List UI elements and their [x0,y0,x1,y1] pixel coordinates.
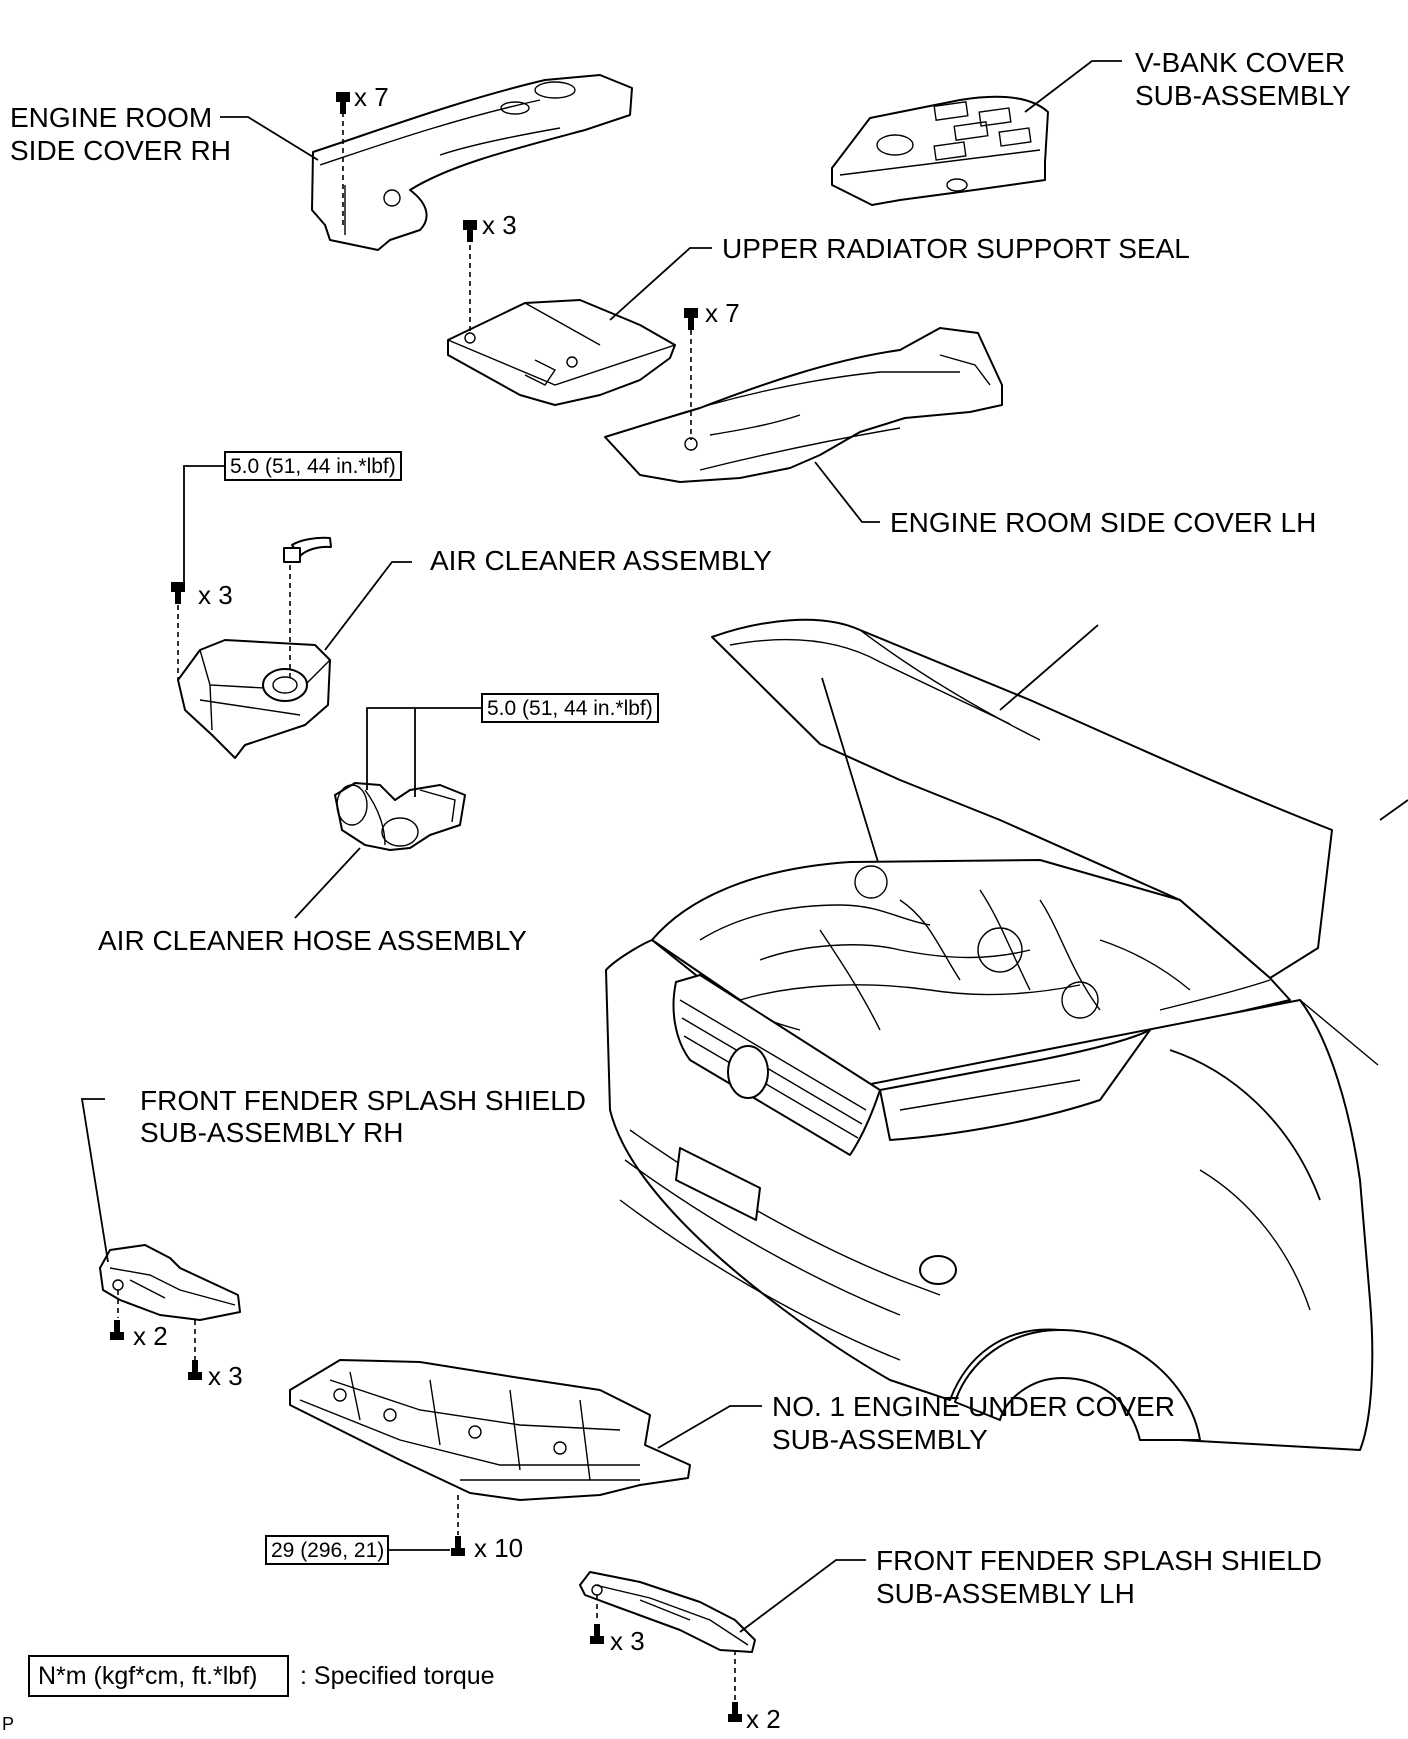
engine-room-side-cover-rh-part [311,74,633,251]
torque-air-cleaner-hose: 5.0 (51, 44 in.*lbf) [487,697,653,720]
label-engine-room-side-cover-lh: ENGINE ROOM SIDE COVER LH [890,507,1316,538]
label-v-bank-cover-1: V-BANK COVER [1135,47,1345,78]
legend-unit: N*m (kgf*cm, ft.*lbf) [38,1662,257,1690]
engine-room-side-cover-lh-part [604,327,1003,483]
qty-under-cover-bolts: x 10 [474,1533,523,1563]
label-no1-engine-under-cover-1: NO. 1 ENGINE UNDER COVER [772,1391,1175,1422]
label-upper-radiator-support-seal: UPPER RADIATOR SUPPORT SEAL [722,233,1190,264]
qty-shield-lh-bolts-a: x 3 [610,1626,645,1656]
shield-lh-bolt-icon-a [590,1624,604,1644]
corner-mark: P [2,1714,14,1734]
upper-radiator-support-seal-part [447,299,676,406]
air-cleaner-hose-assembly-part [334,782,466,851]
torque-box-under-cover: 29 (296, 21) [265,1535,389,1565]
label-v-bank-cover-2: SUB-ASSEMBLY [1135,80,1351,111]
v-bank-cover-part [831,95,1049,206]
under-cover-bolt-icon [451,1536,465,1556]
qty-air-cleaner-bolts: x 3 [198,580,233,610]
label-front-fender-splash-shield-lh-1: FRONT FENDER SPLASH SHIELD [876,1545,1322,1576]
air-cleaner-assembly-part [177,536,332,759]
label-front-fender-splash-shield-rh-2: SUB-ASSEMBLY RH [140,1117,403,1148]
qty-seal-bolts: x 3 [482,210,517,240]
part-labels: ENGINE ROOM SIDE COVER RH V-BANK COVER S… [10,47,1351,1609]
shield-lh-bolt-icon-b [728,1702,742,1722]
legend: N*m (kgf*cm, ft.*lbf) : Specified torque [28,1655,495,1697]
qty-rh-cover-bolts: x 7 [354,82,389,112]
shield-rh-bolt-icon-b [188,1360,202,1380]
quantity-labels: x 7 x 3 x 7 x 3 x 2 x 3 x 10 x 3 x 2 [133,82,781,1734]
label-front-fender-splash-shield-lh-2: SUB-ASSEMBLY LH [876,1578,1135,1609]
label-front-fender-splash-shield-rh-1: FRONT FENDER SPLASH SHIELD [140,1085,586,1116]
torque-box-air-cleaner: 5.0 (51, 44 in.*lbf) [224,451,402,481]
no1-engine-under-cover-part [289,1359,691,1501]
rh-cover-bolt-icon [336,92,350,114]
label-engine-room-side-cover-rh-1: ENGINE ROOM [10,102,212,133]
qty-shield-rh-bolts-a: x 2 [133,1321,168,1351]
torque-air-cleaner: 5.0 (51, 44 in.*lbf) [230,455,396,478]
qty-shield-rh-bolts-b: x 3 [208,1361,243,1391]
label-air-cleaner-hose-assembly: AIR CLEANER HOSE ASSEMBLY [98,925,527,956]
seal-bolt-icon [463,220,477,242]
lh-cover-bolt-icon [684,308,698,330]
air-cleaner-bolt-icon [171,582,185,604]
qty-shield-lh-bolts-b: x 2 [746,1704,781,1734]
leader-lines [80,60,1122,1633]
shield-rh-bolt-icon-a [110,1320,124,1340]
label-engine-room-side-cover-rh-2: SIDE COVER RH [10,135,231,166]
front-fender-splash-shield-rh-part [99,1244,241,1321]
qty-lh-cover-bolts: x 7 [705,298,740,328]
label-no1-engine-under-cover-2: SUB-ASSEMBLY [772,1424,988,1455]
torque-box-air-cleaner-hose: 5.0 (51, 44 in.*lbf) [481,693,659,723]
front-fender-splash-shield-lh-part [579,1571,756,1653]
torque-under-cover: 29 (296, 21) [271,1539,384,1562]
legend-text: : Specified torque [300,1662,495,1690]
label-air-cleaner-assembly: AIR CLEANER ASSEMBLY [430,545,772,576]
vehicle-illustration [605,618,1408,1451]
